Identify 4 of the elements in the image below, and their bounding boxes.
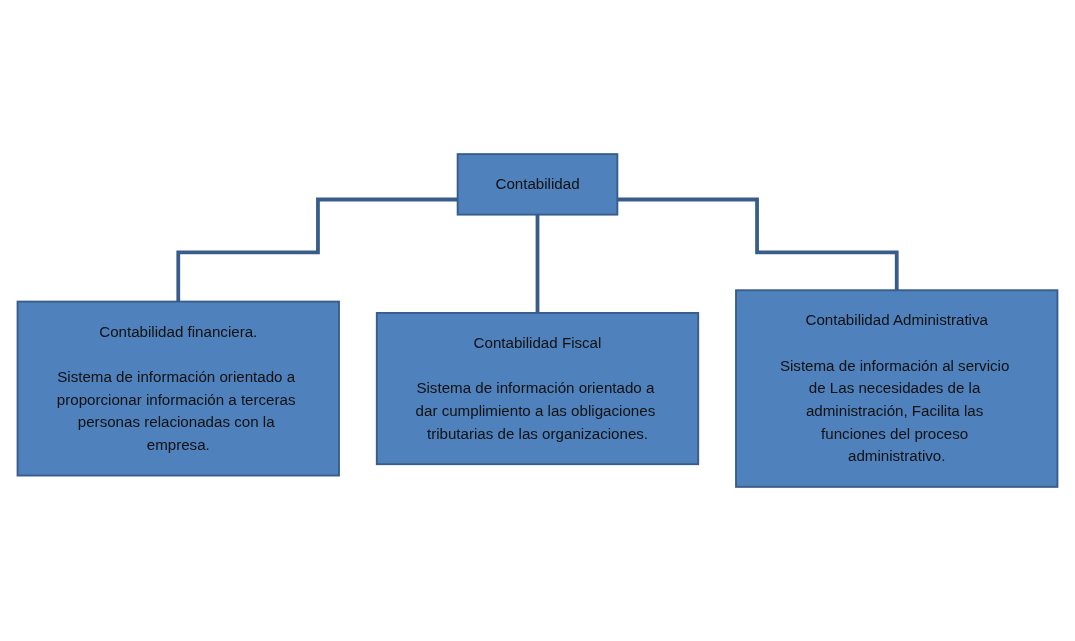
node-box: Contabilidad (456, 153, 619, 216)
node-box: Contabilidad Administrativa Sistema de información al servicio de Las necesidades de la administración, Facilita las funciones del proceso administrativo. (735, 289, 1059, 488)
node-box: Contabilidad financiera. Sistema de información orientado a proporcionar información a terceras personas relacionadas con la empresa. (16, 300, 340, 477)
node-box: Contabilidad Fiscal Sistema de información orientado a dar cumplimiento a las obligaciones tributarias de las organizaciones. (375, 312, 700, 466)
